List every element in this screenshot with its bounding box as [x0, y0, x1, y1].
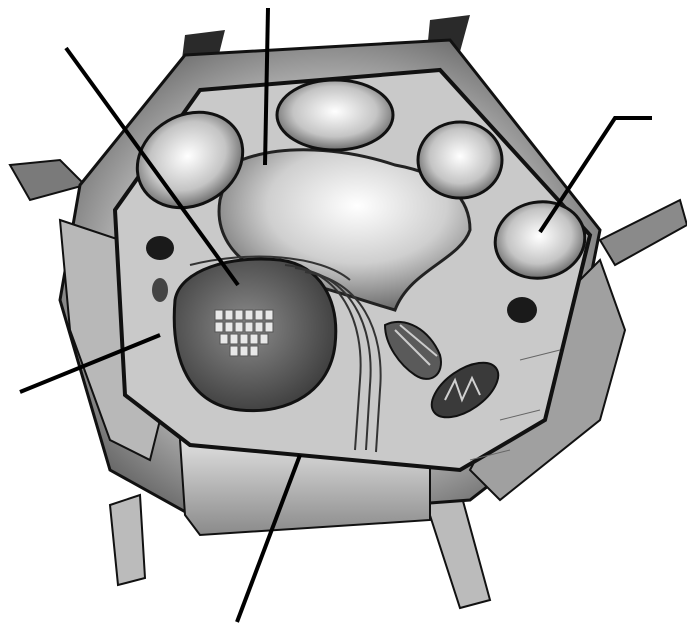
vacuole-top	[277, 80, 393, 150]
organelle-dark-left	[146, 236, 174, 260]
organelle-small	[152, 278, 168, 302]
vacuole-right-top	[418, 122, 502, 198]
organelle-dark-right	[507, 297, 537, 323]
nucleus	[174, 259, 336, 411]
